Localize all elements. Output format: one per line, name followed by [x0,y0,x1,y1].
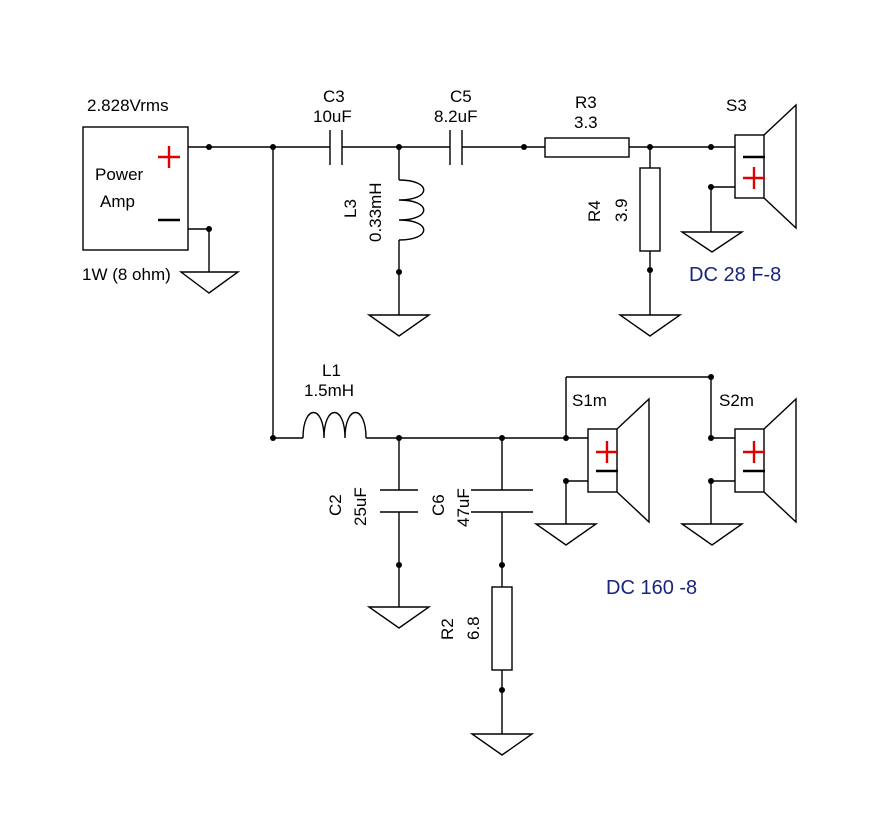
ground-icon [679,231,745,253]
resistor-icon [491,586,513,671]
r3-ref: R3 [575,93,597,112]
c3-value: 10uF [313,107,352,126]
capacitor-icon [380,489,418,513]
junction-dots [206,144,714,693]
r2-value: 6.8 [464,616,483,640]
capacitor-icon [471,489,533,513]
ground-icon [617,314,683,337]
c5-ref: C5 [450,87,472,106]
c6-value: 47uF [454,488,473,527]
ground-icon [366,606,432,629]
inductor-icon [302,411,367,439]
c3-ref: C3 [323,87,345,106]
tweeter-model-label: DC 28 F-8 [689,264,781,286]
speaker-icon[interactable] [587,397,650,524]
l1-value: 1.5mH [304,381,354,400]
s3-ref: S3 [726,96,747,115]
ground-icon [533,523,599,546]
capacitor-icon [449,130,463,165]
inductor-icon [398,179,425,241]
speaker-icon[interactable] [734,397,797,524]
s2-ref: S2m [719,391,754,410]
power-amp[interactable]: Power Amp [82,126,189,251]
ground-icon [469,733,535,756]
r2-ref: R2 [438,618,457,640]
ground-icon [366,314,432,337]
woofer-model-label: DC 160 -8 [606,577,697,599]
r4-value: 3.9 [612,198,631,222]
resistor-icon [639,167,661,252]
power-amp-label-1: Power [95,165,144,184]
c6-ref: C6 [429,494,448,516]
r4-ref: R4 [585,200,604,222]
l3-ref: L3 [341,199,360,218]
ground-icon [178,271,241,294]
resistor-icon [544,137,630,158]
c2-ref: C2 [326,494,345,516]
capacitor-icon [329,130,343,165]
c2-value: 25uF [351,487,370,526]
l3-value: 0.33mH [366,182,385,242]
power-amp-label-2: Amp [100,192,135,211]
source-voltage: 2.828Vrms [87,96,169,115]
r3-value: 3.3 [574,113,598,132]
ground-icon [679,523,745,546]
source-power-note: 1W (8 ohm) [82,265,171,284]
speaker-icon[interactable] [734,103,797,230]
l1-ref: L1 [322,361,341,380]
s1-ref: S1m [572,391,607,410]
c5-value: 8.2uF [434,107,477,126]
